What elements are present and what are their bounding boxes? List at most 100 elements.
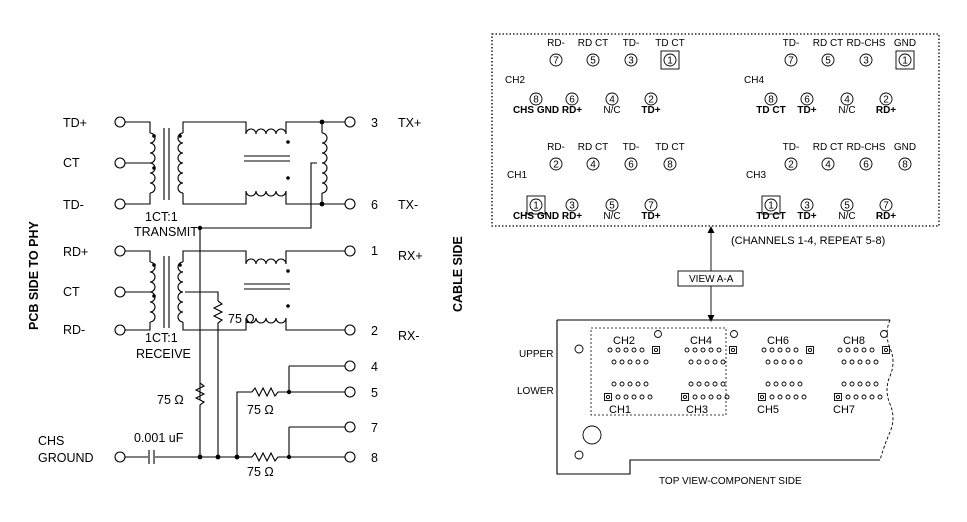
pin-circle <box>800 92 814 106</box>
transmit-ratio: 1CT:1 <box>145 210 178 224</box>
tx-ct-resistor <box>194 382 206 457</box>
board-pin-hole <box>857 381 863 387</box>
transmit-label: TRANSMIT <box>134 225 198 239</box>
pin-number: 1 <box>902 56 908 67</box>
cable-side-label: CABLE SIDE <box>451 236 465 312</box>
pin-circle <box>821 157 835 171</box>
pin-label: RD-CHS <box>847 38 886 49</box>
board-ch1: CH1 <box>609 404 631 416</box>
board-pin-hole <box>643 381 649 387</box>
board-ch2: CH2 <box>613 335 635 347</box>
pin-circle <box>605 92 619 106</box>
board-pin1-square <box>806 346 814 354</box>
board-pin-hole <box>785 347 791 353</box>
pin-number: 8 <box>533 95 539 106</box>
board-pin-hole <box>712 359 718 365</box>
board-pin-hole <box>877 394 883 400</box>
pin-label: TD+ <box>641 105 660 116</box>
board-pin-hole <box>688 359 694 365</box>
board-pin-hole <box>781 359 787 365</box>
board-pin-hole <box>869 394 875 400</box>
board-pin-hole <box>781 381 787 387</box>
pin-label: RD CT <box>813 142 844 153</box>
board-pin1-square <box>882 346 890 354</box>
pin-label: TD+ <box>797 105 816 116</box>
pin-label: RD CT <box>578 142 609 153</box>
board-pin-hole <box>845 394 851 400</box>
pin-circle <box>784 53 798 67</box>
pin-circle <box>840 198 854 212</box>
pin-label: RD+ <box>876 105 896 116</box>
ground-label: GROUND <box>38 451 94 465</box>
board-pin-hole <box>696 359 702 365</box>
pin-label: CHS GND <box>513 105 559 116</box>
pin-label: TD+ <box>641 211 660 222</box>
board-pin-hole <box>765 381 771 387</box>
board-pin-hole <box>720 359 726 365</box>
pin-label: TD- <box>623 38 640 49</box>
pin-number: 3 <box>569 201 575 212</box>
pin-number: 5 <box>590 56 596 67</box>
pin-number: 3 <box>804 201 810 212</box>
pin-label: TD- <box>623 142 640 153</box>
board-pin-hole <box>631 394 637 400</box>
pin-td-plus-label: TD+ <box>63 116 87 130</box>
pin-number: 4 <box>590 160 596 171</box>
pin-circle <box>898 53 912 67</box>
view-arrow <box>677 226 744 322</box>
pin-circle <box>624 157 638 171</box>
board-ch5: CH5 <box>757 404 779 416</box>
board-pin-hole <box>773 381 779 387</box>
board-pin-hole <box>769 394 775 400</box>
board-pin1-hole <box>759 394 765 400</box>
pin-label: RD+ <box>876 211 896 222</box>
pin-6-num: 6 <box>371 198 378 212</box>
board-pin-hole <box>765 359 771 365</box>
board-pin-hole <box>853 347 859 353</box>
board-pin-hole <box>849 381 855 387</box>
board-pin-hole <box>724 394 730 400</box>
board-ch8: CH8 <box>843 335 865 347</box>
pin-label: RD CT <box>813 38 844 49</box>
pin-label: N/C <box>603 211 620 222</box>
view-label: VIEW A-A <box>689 274 734 285</box>
pin-label: TD+ <box>797 211 816 222</box>
board-pin-hole <box>801 394 807 400</box>
pin-number: 8 <box>768 95 774 106</box>
board-caption: TOP VIEW-COMPONENT SIDE <box>659 476 802 487</box>
board-pin-hole <box>611 381 617 387</box>
board-pin1-hole <box>653 347 659 353</box>
pin-number: 7 <box>648 201 654 212</box>
pin-label: TD CT <box>655 142 684 153</box>
pin-circle <box>663 53 677 67</box>
board-pin-hole <box>865 359 871 365</box>
pin-circle <box>565 92 579 106</box>
board-pin-hole <box>700 347 706 353</box>
pin-number: 8 <box>902 160 908 171</box>
board-pin-hole <box>793 394 799 400</box>
pin-circle <box>898 157 912 171</box>
board-pin-hole <box>708 394 714 400</box>
board-pin-hole <box>869 347 875 353</box>
pin-3-label: TX+ <box>398 116 421 130</box>
pinout-ch4-name: CH4 <box>744 75 764 86</box>
pin-circle <box>529 92 543 106</box>
pin-label: TD- <box>783 142 800 153</box>
pin-number: 1 <box>667 56 673 67</box>
pin-circle <box>784 157 798 171</box>
board-pin-hole <box>837 347 843 353</box>
tx-ct-resistor-label: 75 Ω <box>157 393 184 407</box>
pin-number: 2 <box>788 160 794 171</box>
pinout-ch1-name: CH1 <box>507 170 527 181</box>
pin-circle <box>859 157 873 171</box>
board-pin-hole <box>861 347 867 353</box>
pin-circle <box>644 92 658 106</box>
pin-number: 6 <box>569 95 575 106</box>
pin-circle <box>549 53 563 67</box>
pin-label: TD- <box>783 38 800 49</box>
pin-number: 7 <box>788 56 794 67</box>
pin-number: 6 <box>863 160 869 171</box>
pin-label: N/C <box>838 105 855 116</box>
